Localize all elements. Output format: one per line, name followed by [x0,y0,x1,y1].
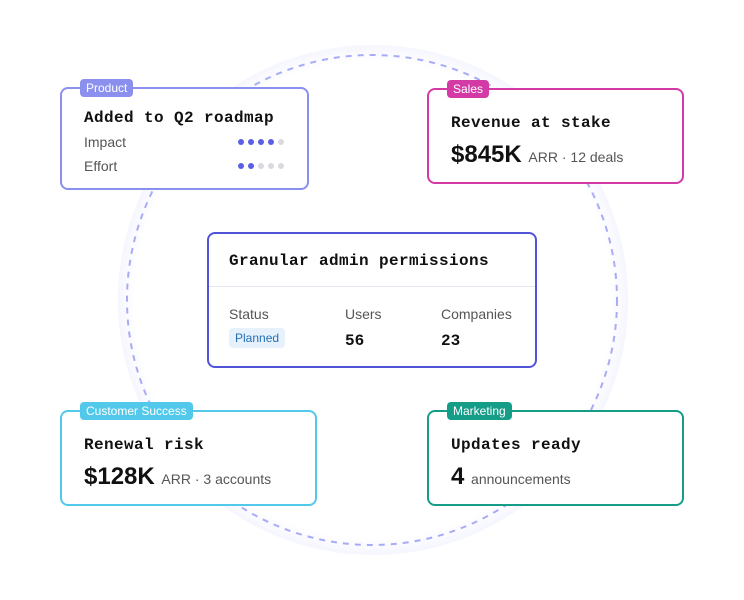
customer-success-title: Renewal risk [84,436,205,454]
users-value: 56 [345,332,365,350]
rating-dot [268,163,274,169]
rating-dot [238,139,244,145]
customer-success-detail: ARR · 3 accounts [161,471,272,487]
sales-card-title: Revenue at stake [451,114,612,132]
sales-card[interactable]: Sales Revenue at stake $845K ARR · 12 de… [427,80,684,184]
users-label: Users [345,306,382,322]
feature-divider [209,286,535,287]
feature-title: Granular admin permissions [229,252,490,270]
impact-rating [238,139,284,145]
marketing-title: Updates ready [451,436,582,454]
companies-label: Companies [441,306,512,322]
marketing-metric: 4 announcements [451,463,571,491]
rating-dot [238,163,244,169]
customer-success-value: $128K [84,463,155,490]
impact-label: Impact [84,134,127,150]
rating-dot [278,139,284,145]
sales-metric: $845K ARR · 12 deals [451,141,623,169]
customer-success-tag: Customer Success [80,402,193,420]
status-badge: Planned [229,328,286,348]
sales-value: $845K [451,141,522,168]
rating-dot [278,163,284,169]
rating-dot [258,163,264,169]
rating-dot [248,139,254,145]
sales-detail: ARR · 12 deals [528,149,624,165]
companies-value: 23 [441,332,461,350]
feature-card[interactable]: Granular admin permissions Status Planne… [207,232,537,368]
effort-label: Effort [84,158,118,174]
rating-dot [248,163,254,169]
sales-tag: Sales [447,80,490,98]
product-card[interactable]: Product Added to Q2 roadmap Impact Effor… [60,79,309,190]
rating-dot [268,139,274,145]
marketing-tag: Marketing [447,402,512,420]
effort-rating [238,163,284,169]
rating-dot [258,139,264,145]
status-label: Status [229,306,269,322]
product-card-title: Added to Q2 roadmap [84,109,275,127]
marketing-card[interactable]: Marketing Updates ready 4 announcements [427,402,684,506]
marketing-value: 4 [451,463,465,490]
customer-success-metric: $128K ARR · 3 accounts [84,463,271,491]
product-tag: Product [80,79,134,97]
customer-success-card[interactable]: Customer Success Renewal risk $128K ARR … [60,402,317,506]
marketing-detail: announcements [471,471,571,487]
